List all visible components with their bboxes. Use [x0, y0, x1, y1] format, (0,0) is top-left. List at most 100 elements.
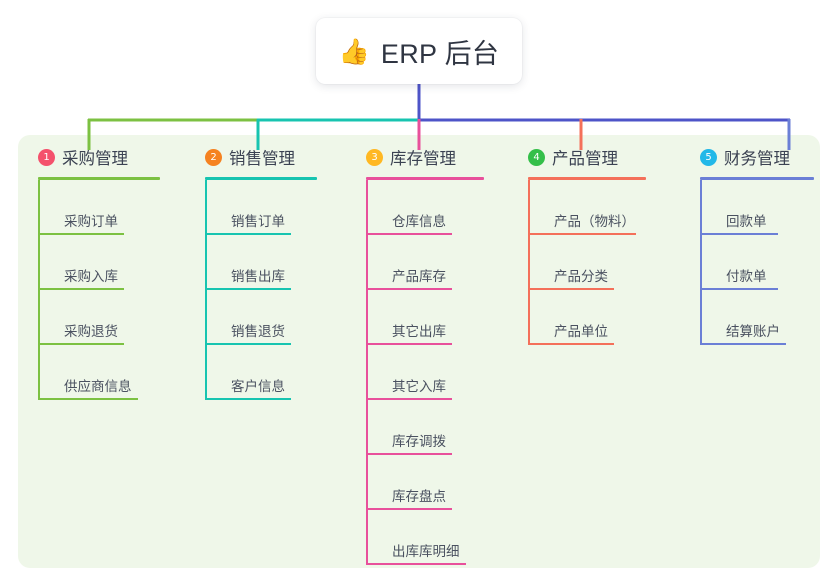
leaf-list-2: 销售订单销售出库销售退货客户信息 — [205, 180, 317, 400]
column-header-4[interactable]: 4 产品管理 — [528, 145, 646, 169]
column-badge-4: 4 — [528, 148, 545, 166]
leaf-rule — [205, 288, 291, 290]
leaf-rule — [700, 343, 786, 345]
leaf-spine-2 — [205, 180, 207, 400]
leaf-item[interactable]: 销售退货 — [205, 290, 317, 345]
leaf-item[interactable]: 客户信息 — [205, 345, 317, 400]
leaf-label: 产品单位 — [554, 324, 608, 339]
leaf-item[interactable]: 库存盘点 — [366, 455, 484, 510]
leaf-label: 采购退货 — [64, 324, 118, 339]
column-header-rule-3 — [366, 177, 484, 180]
leaf-item[interactable]: 销售出库 — [205, 235, 317, 290]
leaf-rule — [366, 508, 452, 510]
column-header-rule-4 — [528, 177, 646, 180]
leaf-label: 其它入库 — [392, 379, 446, 394]
column-title-1: 采购管理 — [62, 150, 128, 168]
leaf-item[interactable]: 库存调拨 — [366, 400, 484, 455]
leaf-label: 产品（物料） — [554, 214, 635, 229]
leaf-item[interactable]: 产品分类 — [528, 235, 646, 290]
leaf-rule — [205, 398, 291, 400]
leaf-label: 采购入库 — [64, 269, 118, 284]
leaf-item[interactable]: 出库库明细 — [366, 510, 484, 565]
column-1: 1 采购管理采购订单采购入库采购退货供应商信息 — [38, 145, 160, 400]
leaf-list-3: 仓库信息产品库存其它出库其它入库库存调拨库存盘点出库库明细 — [366, 180, 484, 565]
leaf-rule — [38, 398, 138, 400]
leaf-rule — [38, 233, 124, 235]
column-title-4: 产品管理 — [552, 150, 618, 168]
leaf-rule — [366, 233, 452, 235]
leaf-item[interactable]: 产品单位 — [528, 290, 646, 345]
leaf-label: 产品库存 — [392, 269, 446, 284]
leaf-item[interactable]: 其它入库 — [366, 345, 484, 400]
column-title-5: 财务管理 — [724, 150, 790, 168]
leaf-spine-4 — [528, 180, 530, 345]
column-header-2[interactable]: 2 销售管理 — [205, 145, 317, 169]
column-header-rule-5 — [700, 177, 814, 180]
leaf-rule — [366, 453, 452, 455]
leaf-list-5: 回款单付款单结算账户 — [700, 180, 814, 345]
column-header-3[interactable]: 3 库存管理 — [366, 145, 484, 169]
leaf-item[interactable]: 产品（物料） — [528, 180, 646, 235]
column-title-2: 销售管理 — [229, 150, 295, 168]
leaf-item[interactable]: 销售订单 — [205, 180, 317, 235]
column-5: 5 财务管理回款单付款单结算账户 — [700, 145, 814, 345]
root-node-title: ERP 后台 — [380, 38, 500, 69]
column-badge-5: 5 — [700, 148, 717, 166]
leaf-label: 回款单 — [726, 214, 767, 229]
leaf-label: 供应商信息 — [64, 379, 132, 394]
leaf-label: 产品分类 — [554, 269, 608, 284]
leaf-rule — [366, 343, 452, 345]
leaf-spine-3 — [366, 180, 368, 565]
column-header-rule-2 — [205, 177, 317, 180]
root-node-card[interactable]: 👍 ERP 后台 — [316, 18, 522, 84]
leaf-item[interactable]: 供应商信息 — [38, 345, 160, 400]
leaf-rule — [366, 563, 466, 565]
column-4: 4 产品管理产品（物料） 产品分类产品单位 — [528, 145, 646, 345]
leaf-item[interactable]: 仓库信息 — [366, 180, 484, 235]
leaf-rule — [205, 343, 291, 345]
column-2: 2 销售管理销售订单销售出库销售退货客户信息 — [205, 145, 317, 400]
leaf-label: 付款单 — [726, 269, 767, 284]
column-badge-3: 3 — [366, 148, 383, 166]
leaf-rule — [38, 343, 124, 345]
leaf-item[interactable]: 其它出库 — [366, 290, 484, 345]
leaf-label: 库存盘点 — [392, 489, 446, 504]
leaf-rule — [528, 233, 636, 235]
leaf-item[interactable]: 回款单 — [700, 180, 814, 235]
leaf-label: 出库库明细 — [392, 544, 460, 559]
column-header-5[interactable]: 5 财务管理 — [700, 145, 814, 169]
leaf-spine-5 — [700, 180, 702, 345]
leaf-label: 销售退货 — [231, 324, 285, 339]
diagram-panel — [18, 135, 820, 568]
leaf-list-4: 产品（物料） 产品分类产品单位 — [528, 180, 646, 345]
leaf-label: 其它出库 — [392, 324, 446, 339]
leaf-item[interactable]: 结算账户 — [700, 290, 814, 345]
leaf-rule — [366, 288, 452, 290]
leaf-rule — [38, 288, 124, 290]
leaf-rule — [528, 343, 614, 345]
leaf-list-1: 采购订单采购入库采购退货供应商信息 — [38, 180, 160, 400]
leaf-item[interactable]: 产品库存 — [366, 235, 484, 290]
leaf-rule — [528, 288, 614, 290]
leaf-rule — [700, 233, 778, 235]
leaf-rule — [700, 288, 778, 290]
column-badge-2: 2 — [205, 148, 222, 166]
leaf-label: 库存调拨 — [392, 434, 446, 449]
leaf-label: 客户信息 — [231, 379, 285, 394]
column-header-rule-1 — [38, 177, 160, 180]
leaf-item[interactable]: 采购退货 — [38, 290, 160, 345]
leaf-rule — [205, 233, 291, 235]
leaf-rule — [366, 398, 452, 400]
leaf-item[interactable]: 采购入库 — [38, 235, 160, 290]
column-3: 3 库存管理仓库信息产品库存其它出库其它入库库存调拨库存盘点出库库明细 — [366, 145, 484, 565]
leaf-item[interactable]: 采购订单 — [38, 180, 160, 235]
leaf-label: 结算账户 — [726, 324, 780, 339]
leaf-label: 销售出库 — [231, 269, 285, 284]
leaf-item[interactable]: 付款单 — [700, 235, 814, 290]
column-title-3: 库存管理 — [390, 150, 456, 168]
column-badge-1: 1 — [38, 148, 55, 166]
leaf-spine-1 — [38, 180, 40, 400]
column-header-1[interactable]: 1 采购管理 — [38, 145, 160, 169]
leaf-label: 仓库信息 — [392, 214, 446, 229]
leaf-label: 采购订单 — [64, 214, 118, 229]
